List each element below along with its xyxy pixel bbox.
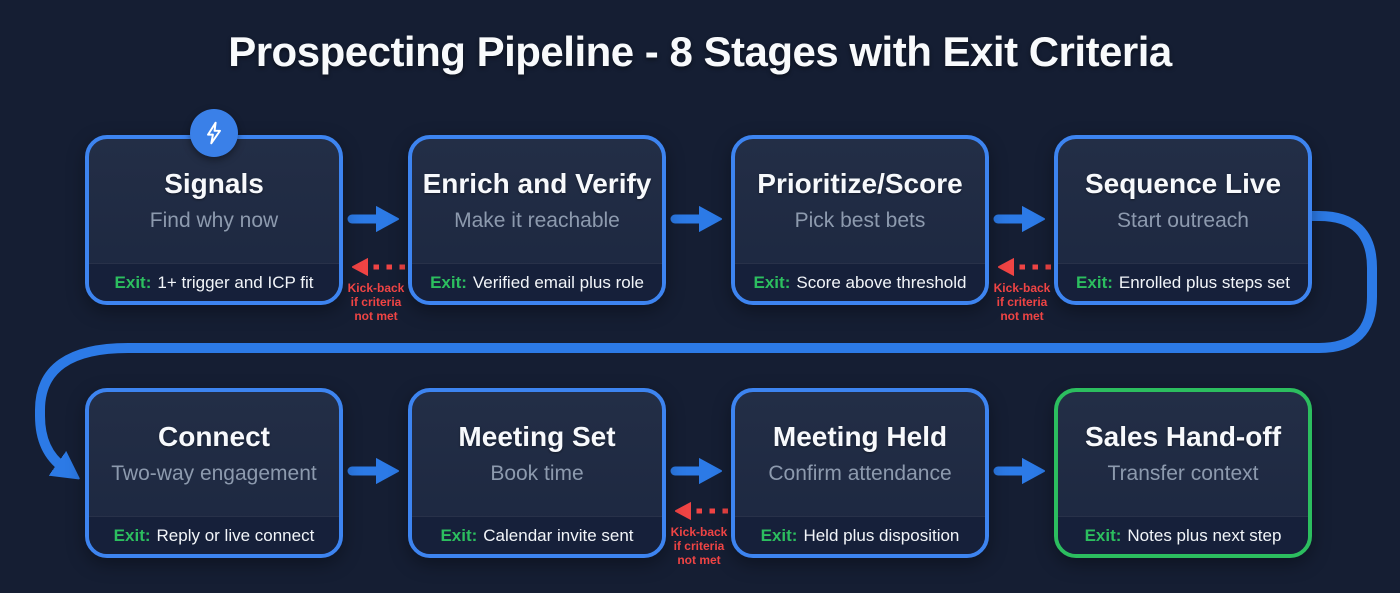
stage-card-meeting-held: Meeting Held Confirm attendance Exit: He… — [731, 388, 989, 558]
kickback-note-line: if criteria — [673, 539, 725, 553]
exit-criteria: Reply or live connect — [156, 525, 315, 545]
stage-card-sales-handoff: Sales Hand-off Transfer context Exit: No… — [1054, 388, 1312, 558]
stage-subtitle: Make it reachable — [454, 209, 620, 232]
kickback-note-row1-left: Kick-back if criteria not met — [316, 281, 436, 323]
stage-subtitle: Two-way engagement — [111, 462, 317, 485]
exit-label: Exit: — [753, 272, 791, 292]
stage-subtitle: Transfer context — [1107, 462, 1259, 485]
stage-title: Sequence Live — [1084, 168, 1282, 199]
exit-criteria-bar: Exit: Score above threshold — [735, 263, 985, 301]
stage-subtitle: Book time — [490, 462, 584, 485]
exit-criteria-bar: Exit: Reply or live connect — [89, 516, 339, 554]
page-title: Prospecting Pipeline - 8 Stages with Exi… — [228, 28, 1172, 75]
stage-subtitle: Find why now — [149, 209, 279, 232]
stage-title: Signals — [164, 168, 264, 199]
kickback-note-line: not met — [677, 553, 721, 567]
stage-title: Enrich and Verify — [422, 168, 652, 199]
exit-criteria: Enrolled plus steps set — [1118, 272, 1290, 292]
exit-criteria: 1+ trigger and ICP fit — [157, 272, 314, 292]
stage-card-enrich-verify: Enrich and Verify Make it reachable Exit… — [408, 135, 666, 305]
exit-criteria-bar: Exit: Enrolled plus steps set — [1058, 263, 1308, 301]
stage-card-signals: Signals Find why now Exit: 1+ trigger an… — [85, 135, 343, 305]
lightning-icon — [190, 109, 238, 157]
exit-criteria-bar: Exit: Notes plus next step — [1058, 516, 1308, 554]
stage-card-prioritize-score: Prioritize/Score Pick best bets Exit: Sc… — [731, 135, 989, 305]
kickback-note-line: Kick-back — [670, 525, 728, 539]
stage-card-sequence-live: Sequence Live Start outreach Exit: Enrol… — [1054, 135, 1312, 305]
kickback-note-line: Kick-back — [993, 281, 1051, 295]
exit-label: Exit: — [113, 525, 151, 545]
stage-subtitle: Confirm attendance — [768, 462, 952, 485]
stage-title: Meeting Held — [772, 421, 948, 452]
exit-criteria-bar: Exit: Calendar invite sent — [412, 516, 662, 554]
stage-card-meeting-set: Meeting Set Book time Exit: Calendar inv… — [408, 388, 666, 558]
exit-label: Exit: — [114, 272, 152, 292]
exit-criteria: Notes plus next step — [1127, 525, 1282, 545]
kickback-note-line: if criteria — [996, 295, 1048, 309]
exit-criteria-bar: Exit: 1+ trigger and ICP fit — [89, 263, 339, 301]
kickback-note-row1-right: Kick-back if criteria not met — [962, 281, 1082, 323]
stage-title: Connect — [158, 421, 270, 452]
exit-label: Exit: — [1084, 525, 1122, 545]
stage-title: Prioritize/Score — [757, 168, 963, 199]
exit-criteria-bar: Exit: Held plus disposition — [735, 516, 985, 554]
kickback-note-line: not met — [1000, 309, 1044, 323]
kickback-note-row2: Kick-back if criteria not met — [639, 525, 759, 567]
stage-subtitle: Start outreach — [1117, 209, 1249, 232]
kickback-note-line: Kick-back — [347, 281, 405, 295]
exit-criteria: Held plus disposition — [803, 525, 960, 545]
exit-criteria-bar: Exit: Verified email plus role — [412, 263, 662, 301]
stage-card-connect: Connect Two-way engagement Exit: Reply o… — [85, 388, 343, 558]
kickback-note-line: if criteria — [350, 295, 402, 309]
stage-title: Meeting Set — [458, 421, 616, 452]
stage-title: Sales Hand-off — [1084, 421, 1282, 452]
exit-label: Exit: — [760, 525, 798, 545]
exit-criteria: Calendar invite sent — [483, 525, 634, 545]
exit-criteria: Score above threshold — [796, 272, 967, 292]
stage-subtitle: Pick best bets — [794, 209, 926, 232]
lightning-bolt-glyph — [207, 121, 221, 145]
kickback-note-line: not met — [354, 309, 398, 323]
exit-label: Exit: — [440, 525, 478, 545]
exit-criteria: Verified email plus role — [472, 272, 644, 292]
